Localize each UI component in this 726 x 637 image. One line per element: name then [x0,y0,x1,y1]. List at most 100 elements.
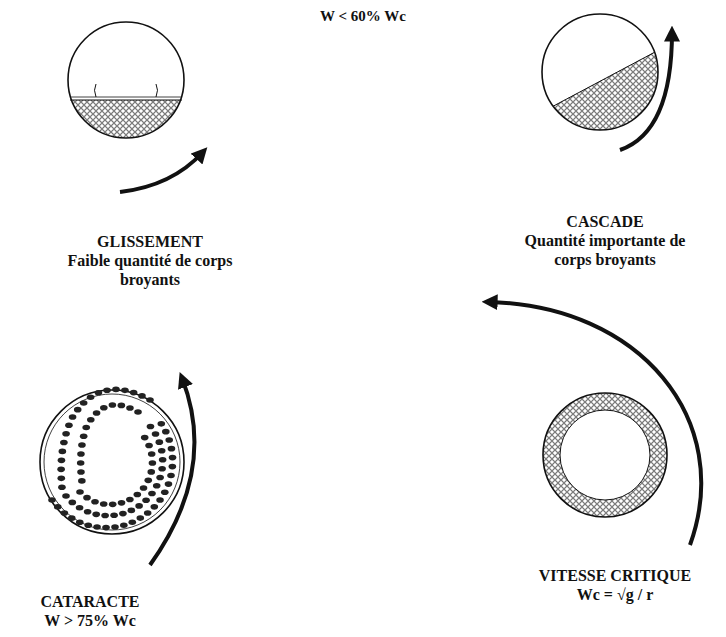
mill-regime: VITESSE CRITIQUEWc = √g / r [515,566,715,604]
critical-speed-mill [543,393,667,517]
cataracting-mill [40,387,184,534]
grinding-ball [159,457,167,463]
grinding-ball [161,490,169,496]
grinding-ball [126,497,134,503]
grinding-ball [109,402,117,408]
grinding-ball [102,525,110,531]
grinding-ball [58,458,66,464]
grinding-ball [61,510,69,516]
regime-note: Wc = √g / r [515,585,715,604]
grinding-ball [148,491,156,497]
grinding-ball [148,451,156,457]
grinding-ball [152,431,160,437]
grinding-ball [138,393,146,399]
grinding-ball [169,455,177,461]
speed-condition: W < 60% Wc [320,8,406,25]
grinding-ball [118,500,126,506]
grinding-ball [169,464,177,470]
grinding-ball [165,481,173,487]
grinding-ball [110,513,118,519]
grinding-ball [145,443,153,449]
grinding-ball [80,400,88,406]
grinding-ball [120,522,128,528]
grinding-ball [59,449,67,455]
mill-regime: CASCADEQuantité importante de corps broy… [510,212,700,269]
grinding-ball [162,429,170,435]
grinding-ball [156,497,164,503]
grinding-ball [156,475,164,481]
sliding-mill [60,22,200,160]
grinding-ball [158,448,166,454]
grinding-ball [101,513,109,519]
grinding-ball [69,414,77,420]
grinding-ball [168,446,176,452]
grinding-ball [93,410,101,416]
grinding-ball [84,509,92,515]
grinding-ball [78,442,86,448]
grinding-ball [84,522,92,528]
grinding-ball [146,397,154,403]
grinding-ball [136,515,144,521]
grinding-ball [93,524,101,530]
grinding-ball [144,478,152,484]
grinding-ball [156,439,164,445]
regime-note: Quantité importante de corps broyants [510,231,700,269]
grinding-ball [135,503,143,509]
grinding-ball [48,497,56,503]
grinding-ball [128,519,136,525]
grinding-ball [78,478,86,484]
grinding-ball [103,387,111,393]
grinding-ball [74,407,82,413]
grinding-ball [58,485,66,491]
grinding-ball [165,437,173,443]
cascading-mill [530,14,670,140]
grinding-ball [134,409,142,415]
grinding-ball [111,524,119,530]
grinding-ball [80,433,88,439]
grinding-ball [69,500,77,506]
grinding-ball [54,504,62,510]
grinding-ball [57,467,65,473]
grinding-ball [100,405,108,411]
grinding-ball [87,417,95,423]
grinding-ball [118,403,126,409]
grinding-ball [126,405,134,411]
regime-note: W > 75% Wc [10,611,170,630]
grinding-ball [87,394,95,400]
regime-name: VITESSE CRITIQUE [515,566,715,585]
grinding-ball [77,451,85,457]
grinding-ball [76,489,84,495]
grinding-ball [76,519,84,525]
regime-name: CASCADE [510,212,700,231]
mill-regime: GLISSEMENTFaible quantité de corps broya… [65,232,235,289]
grinding-ball [100,501,108,507]
grinding-ball [130,390,138,396]
grinding-ball [68,515,76,521]
grinding-ball [62,493,70,499]
grinding-ball [144,510,152,516]
grinding-ball [141,435,149,441]
grinding-ball [57,476,65,482]
grinding-ball [147,424,155,430]
grinding-ball [62,431,70,437]
grinding-ball [109,502,117,508]
grinding-ball [142,497,150,503]
grinding-ball [128,508,136,514]
grinding-ball [76,505,84,511]
grinding-ball [147,469,155,475]
grinding-ball [77,460,85,466]
grinding-ball [77,469,85,475]
grinding-ball [149,460,157,466]
grinding-ball [153,483,161,489]
grinding-ball [60,440,68,446]
grinding-ball [134,492,142,498]
grinding-ball [119,511,127,517]
grinding-ball [65,422,73,428]
rotation-arrow [120,32,701,565]
grinding-ball [112,387,120,393]
grinding-ball [167,473,175,479]
regime-name: GLISSEMENT [65,232,235,251]
grinding-ball [95,390,103,396]
